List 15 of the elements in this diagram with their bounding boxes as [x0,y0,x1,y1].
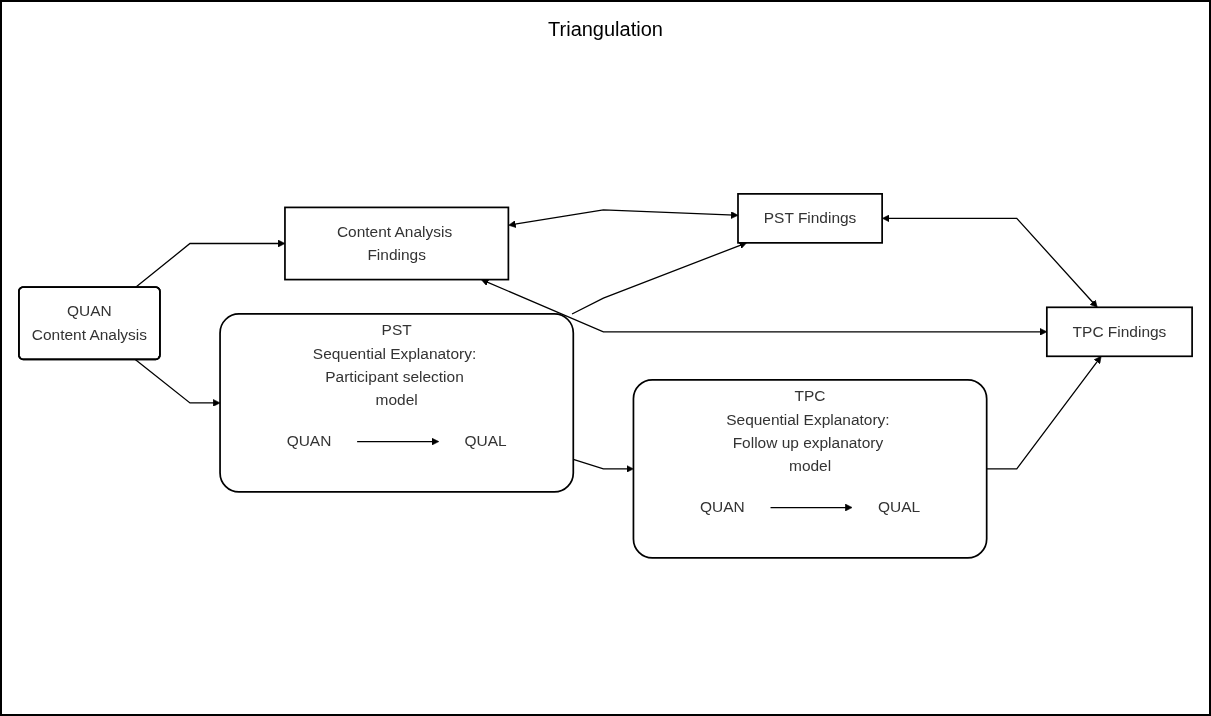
node-box: PST Findings [737,192,883,244]
node-box: TPC Findings [1045,306,1193,357]
arrow [571,241,747,315]
node-text: QUAL [877,498,921,516]
node-text: QUAN [700,498,745,516]
arrow [134,358,221,407]
arrow [986,355,1102,470]
arrow [356,437,440,445]
arrow [882,214,1098,308]
node-text: QUAL [464,432,507,450]
arrow [508,208,739,228]
node-box: Content Analysis Findings [284,206,510,281]
node-text: QUAN [286,432,332,450]
arrow [769,503,853,511]
note-text: Triangulation [548,18,663,41]
